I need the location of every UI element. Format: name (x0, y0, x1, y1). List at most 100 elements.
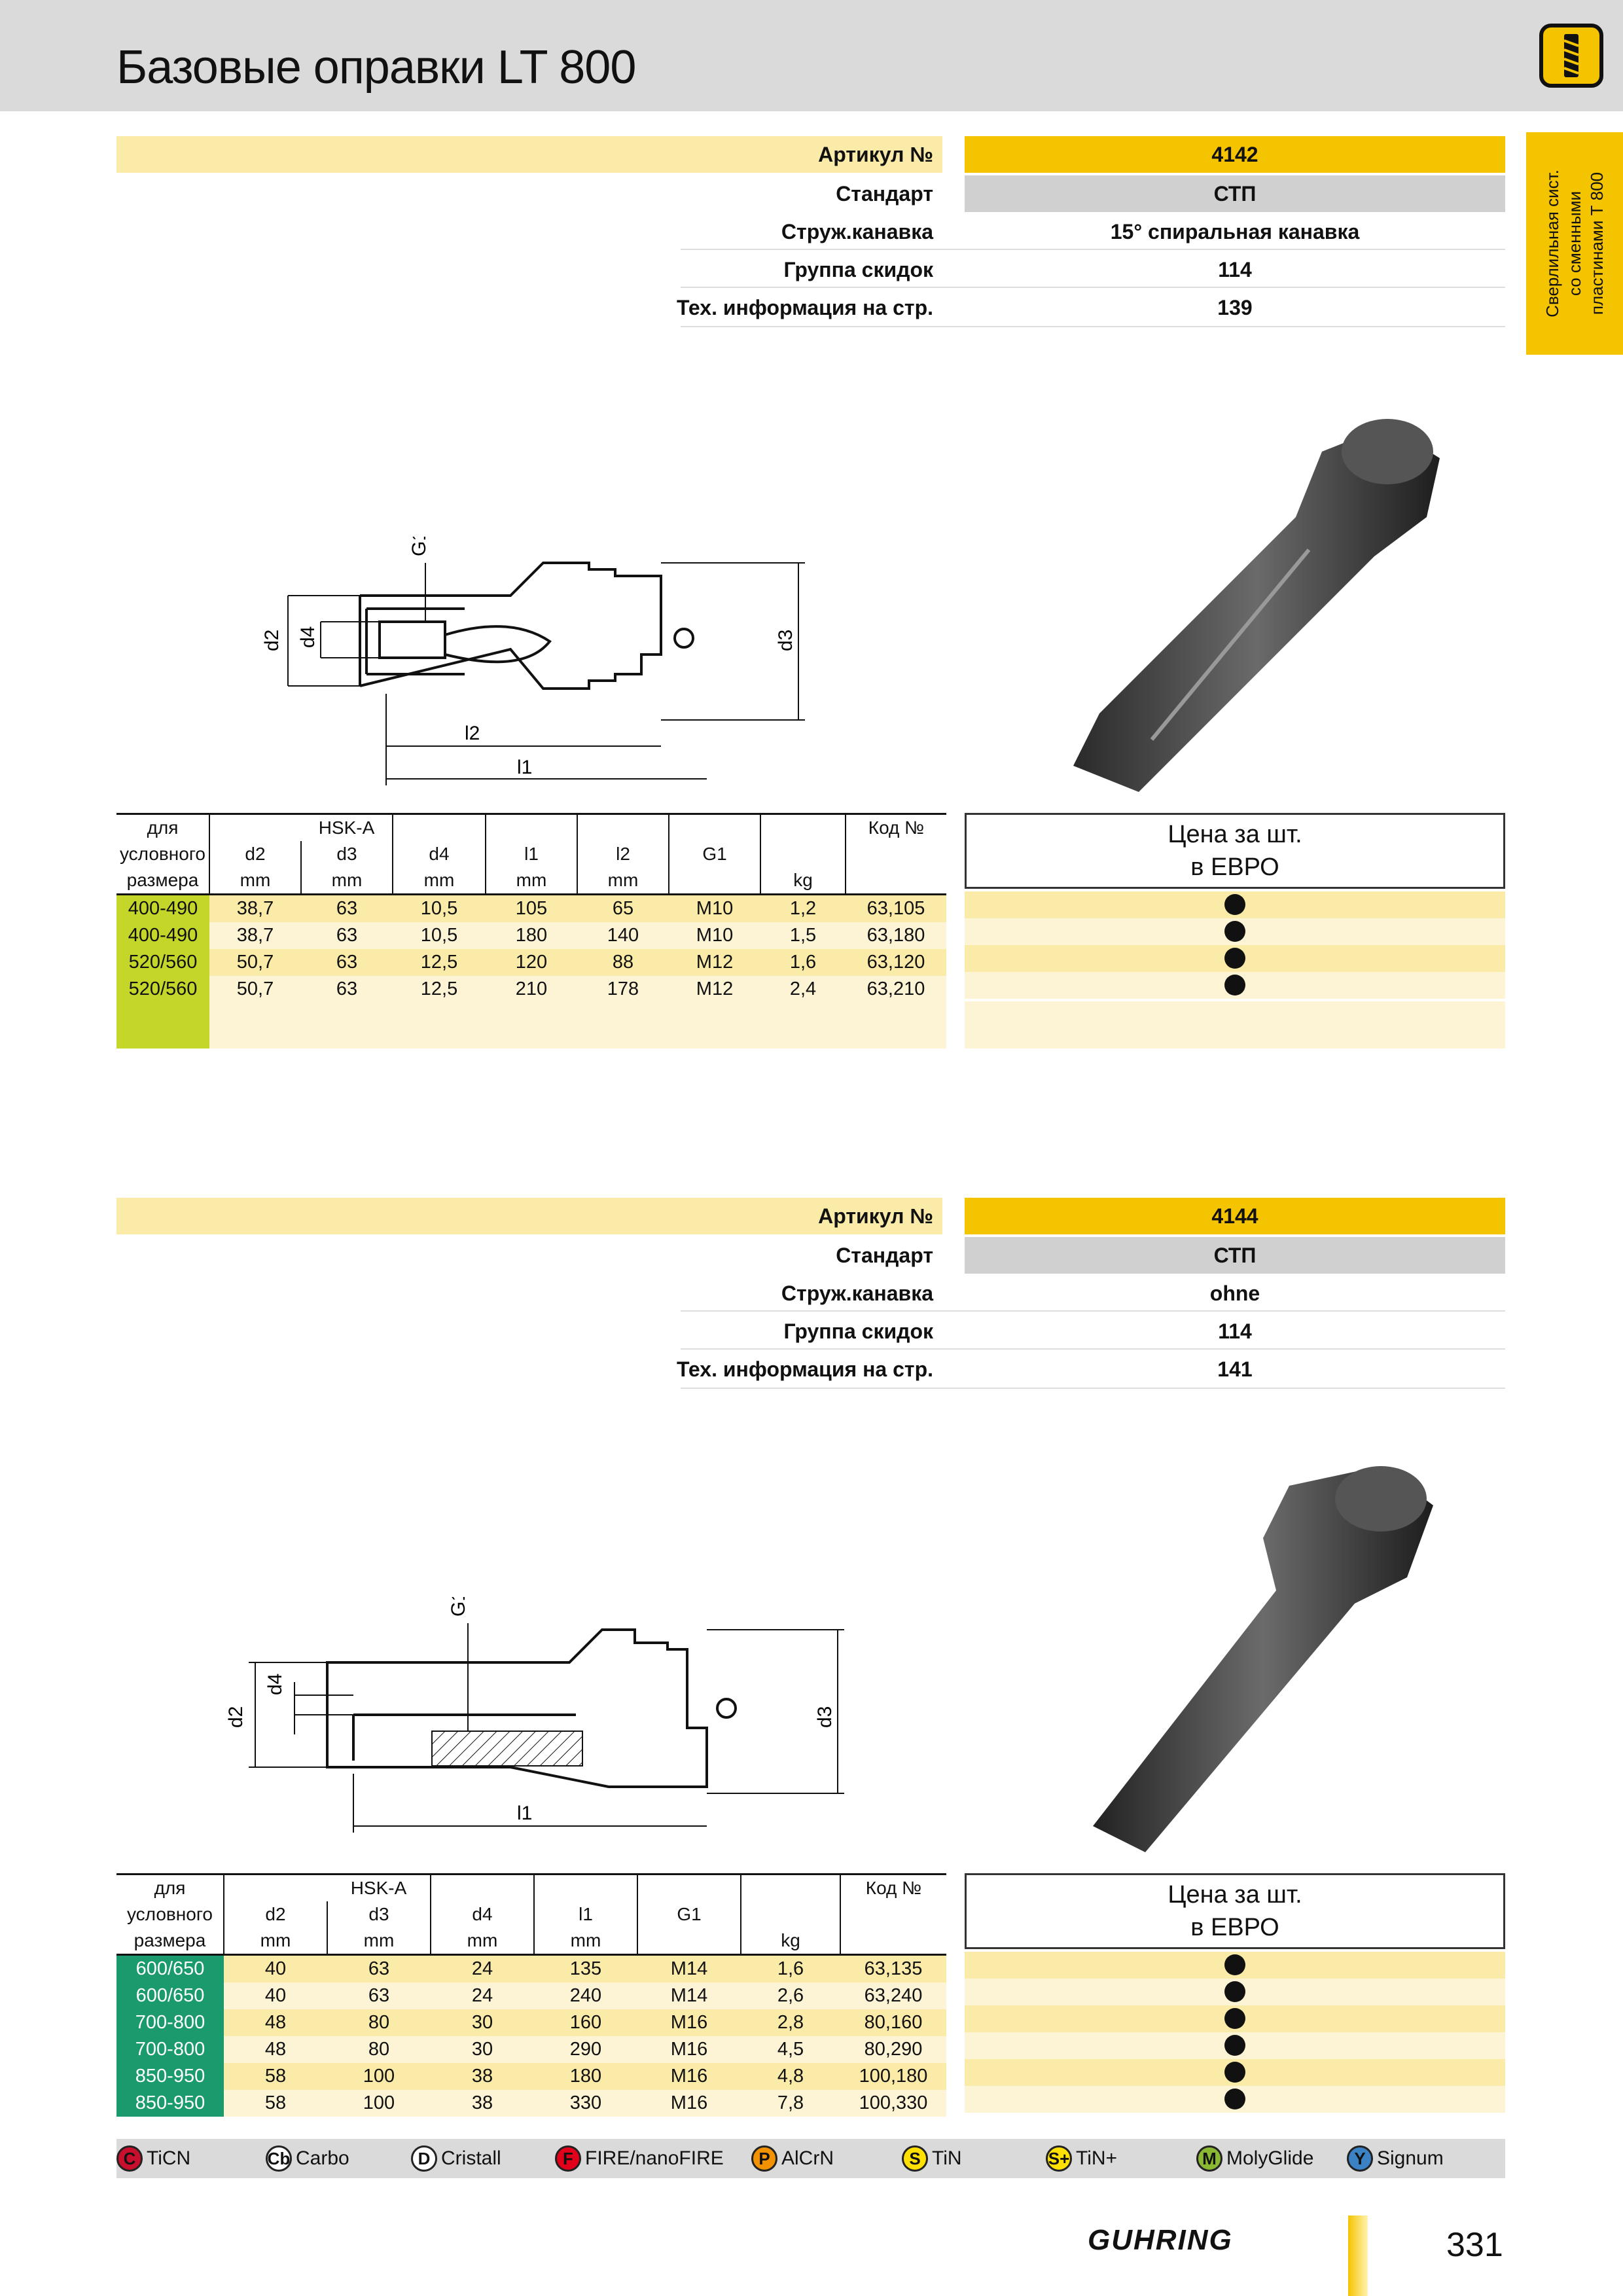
table-cell: 63,180 (846, 922, 946, 949)
info-row-article: Артикул № 4144 (0, 1198, 1623, 1234)
table-cell: 40 (224, 1982, 327, 2009)
size-cell: 700-800 (116, 2036, 224, 2063)
table-cell: 48 (224, 2009, 327, 2036)
info-row-techinfo: Тех. информация на стр. 139 (0, 289, 1623, 326)
available-dot-icon (1224, 894, 1245, 915)
available-dot-icon (1224, 2062, 1245, 2083)
table-cell: 240 (534, 1982, 637, 2009)
price-currency: в ЕВРО (1190, 1914, 1279, 1941)
info-row-article: Артикул № 4142 (0, 136, 1623, 173)
info-row-flute: Струж.канавка 15° спиральная канавка (0, 213, 1623, 250)
info-value: 114 (1218, 1319, 1252, 1343)
table-cell: 100,180 (840, 2063, 946, 2090)
info-label: Стандарт (836, 182, 933, 206)
legend-label: FIRE/nanoFIRE (585, 2147, 724, 2169)
info-value: 15° спиральная канавка (1110, 220, 1360, 243)
size-cell: 400-490 (116, 922, 209, 949)
table-cell: 2,8 (741, 2009, 840, 2036)
legend-label: MolyGlide (1226, 2147, 1314, 2169)
technical-drawing-4142: G1 d2 d4 d3 l2 l1 (261, 537, 805, 785)
table-cell: 38,7 (209, 922, 301, 949)
table-cell: 178 (577, 976, 669, 1003)
table-cell: M10 (669, 894, 760, 922)
info-block-4144: Артикул № 4144 Стандарт СТП Струж.канавк… (0, 1198, 1623, 1394)
info-value: СТП (965, 1237, 1505, 1274)
availability-row (965, 2032, 1505, 2059)
availability-row (965, 891, 1505, 918)
table-cell: 100,330 (840, 2090, 946, 2117)
available-dot-icon (1224, 975, 1245, 996)
legend-label: Signum (1377, 2147, 1444, 2169)
table-cell: 63 (327, 1954, 431, 1982)
price-currency: в ЕВРО (1190, 853, 1279, 881)
table-cell: 38 (431, 2063, 534, 2090)
availability-row (965, 972, 1505, 999)
info-block-4142: Артикул № 4142 Стандарт СТП Струж.канавк… (0, 136, 1623, 332)
info-label: Струж.канавка (781, 220, 933, 243)
table-cell: 38,7 (209, 894, 301, 922)
price-filler (965, 1001, 1505, 1049)
legend-label: TiCN (147, 2147, 191, 2169)
info-value: 114 (1218, 258, 1252, 281)
table-cell: 120 (486, 949, 577, 976)
table-cell: M16 (637, 2090, 741, 2117)
table-cell: M14 (637, 1954, 741, 1982)
coating-symbol-icon: S+ (1046, 2145, 1072, 2172)
product-image-4144 (1093, 1466, 1433, 1852)
table-cell: 50,7 (209, 976, 301, 1003)
available-dot-icon (1224, 2089, 1245, 2109)
info-row-discount: Группа скидок 114 (0, 1313, 1623, 1350)
side-tab: Сверлильная сист. со сменными пластинами… (1526, 132, 1623, 355)
table-cell: 1,6 (741, 1954, 840, 1982)
size-cell: 850-950 (116, 2090, 224, 2117)
table-filler-size (116, 1001, 209, 1049)
table-cell: 135 (534, 1954, 637, 1982)
legend-label: TiN+ (1076, 2147, 1118, 2169)
table-cell: 24 (431, 1954, 534, 1982)
table-cell: 63 (301, 949, 393, 976)
legend-label: AlCrN (781, 2147, 834, 2169)
size-cell: 520/560 (116, 976, 209, 1003)
dim-label-d2: d2 (225, 1706, 247, 1728)
availability-row (965, 1979, 1505, 2005)
dim-label-l2: l2 (465, 723, 480, 744)
info-row-flute: Струж.канавка ohne (0, 1275, 1623, 1312)
info-row-discount: Группа скидок 114 (0, 251, 1623, 288)
dim-label-g1: G1 (408, 537, 430, 556)
table-cell: 58 (224, 2090, 327, 2117)
info-label: Струж.канавка (781, 1282, 933, 1305)
table-cell: 63 (301, 976, 393, 1003)
price-header: Цена за шт. в ЕВРО (965, 813, 1505, 889)
table-cell: 58 (224, 2063, 327, 2090)
table-cell: 1,6 (760, 949, 846, 976)
price-header: Цена за шт. в ЕВРО (965, 1873, 1505, 1949)
info-label: Стандарт (836, 1244, 933, 1267)
coating-symbol-icon: D (411, 2145, 437, 2172)
info-row-techinfo: Тех. информация на стр. 141 (0, 1351, 1623, 1388)
table-cell: 1,2 (760, 894, 846, 922)
legend-item: S+TiN+ (1046, 2139, 1117, 2178)
table-cell: 50,7 (209, 949, 301, 976)
available-dot-icon (1224, 1954, 1245, 1975)
product-image-4142 (1073, 419, 1440, 792)
table-cell: 24 (431, 1982, 534, 2009)
table-cell: 63 (301, 922, 393, 949)
table-cell: 80,160 (840, 2009, 946, 2036)
table-cell: M16 (637, 2063, 741, 2090)
info-row-standard: Стандарт СТП (0, 175, 1623, 212)
size-cell: 850-950 (116, 2063, 224, 2090)
